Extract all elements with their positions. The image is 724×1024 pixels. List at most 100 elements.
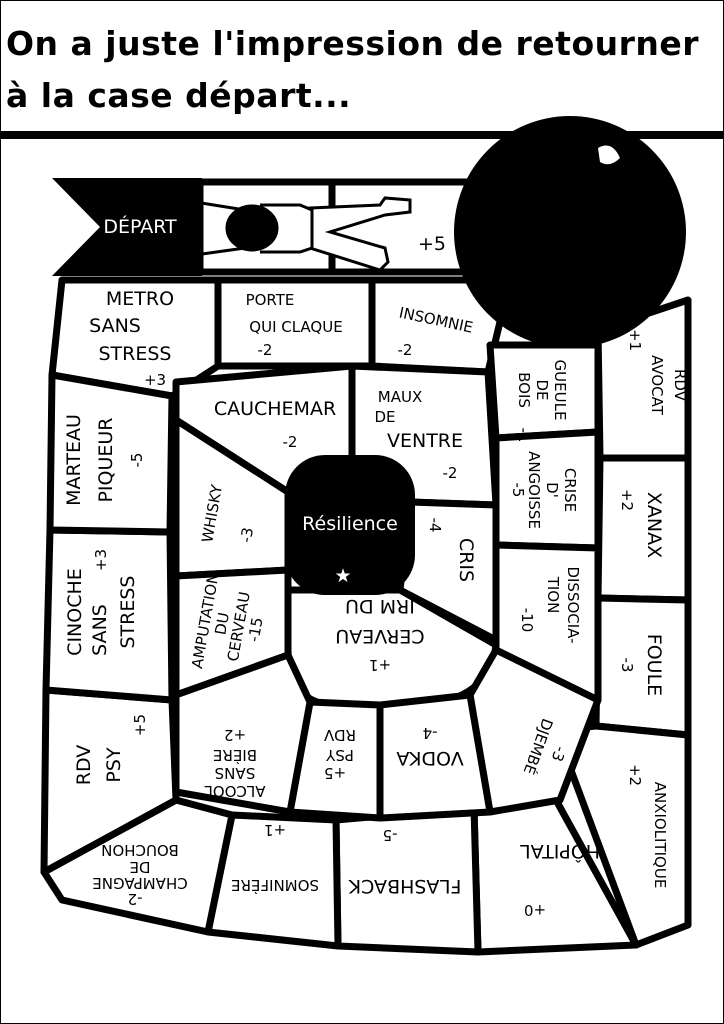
svg-text:ALCOOL: ALCOOL	[204, 782, 266, 800]
svg-text:PSY: PSY	[325, 746, 354, 764]
divider	[0, 131, 724, 139]
svg-text:BIÈRE: BIÈRE	[213, 746, 257, 765]
cell-dissociation-text: DISSOCIA- TION -10	[518, 566, 582, 643]
start-2-value: +5	[418, 233, 446, 255]
svg-text:GUEULE: GUEULE	[551, 360, 569, 421]
black-ball	[454, 116, 686, 348]
svg-text:FOULE: FOULE	[643, 634, 665, 696]
svg-text:XANAX: XANAX	[643, 492, 665, 558]
star-icon: ★	[334, 565, 351, 587]
caption: On a juste l'impression de retourner à l…	[6, 18, 718, 122]
svg-text:CAUCHEMAR: CAUCHEMAR	[214, 398, 336, 420]
cell-ventre-text: MAUX DE -2 VENTRE -2	[374, 388, 463, 482]
svg-text:+5: +5	[324, 764, 346, 782]
svg-text:ANGOISSE: ANGOISSE	[525, 451, 543, 529]
cell-gueule-text: GUEULE DE BOIS -1	[515, 360, 569, 443]
svg-text:CRISE: CRISE	[561, 468, 579, 512]
cell-vodka-text: VODKA -4	[396, 724, 463, 769]
cell-xanax	[594, 454, 692, 604]
cell-marteau	[46, 371, 176, 536]
svg-text:DU: DU	[211, 611, 233, 636]
svg-text:DISSOCIA-: DISSOCIA-	[564, 566, 582, 643]
cell-porte-text: PORTE QUI CLAQUE -2	[246, 291, 343, 359]
svg-text:+2: +2	[626, 764, 644, 786]
svg-text:-1: -1	[515, 428, 533, 443]
svg-text:MAUX: MAUX	[378, 388, 422, 406]
svg-text:RDV: RDV	[671, 369, 689, 402]
svg-text:-2: -2	[283, 433, 298, 451]
cell-cauchemar-text: CAUCHEMAR -2	[214, 398, 336, 451]
svg-text:-5: -5	[383, 826, 398, 844]
cell-cris-text: CRIS -4	[426, 518, 477, 583]
svg-text:ANXIOLITIQUE: ANXIOLITIQUE	[651, 782, 669, 889]
svg-text:-3: -3	[548, 744, 570, 764]
svg-text:RDV: RDV	[323, 726, 356, 744]
center-label: Résilience	[302, 513, 398, 535]
svg-text:DE: DE	[533, 379, 551, 400]
svg-text:-2: -2	[258, 341, 273, 359]
svg-text:AVOCAT: AVOCAT	[648, 355, 666, 416]
svg-text:SANS: SANS	[89, 604, 111, 656]
svg-text:PIQUEUR: PIQUEUR	[95, 417, 117, 502]
svg-text:CINOCHE: CINOCHE	[64, 568, 86, 656]
svg-text:BOIS: BOIS	[515, 372, 533, 408]
svg-text:+2: +2	[618, 489, 636, 511]
svg-text:QUI CLAQUE: QUI CLAQUE	[249, 318, 342, 336]
cell-marteau-text: MARTEAU PIQUEUR -5	[63, 414, 146, 506]
caption-line-2: à la case départ...	[6, 76, 352, 115]
svg-text:+0: +0	[524, 901, 546, 919]
svg-text:VENTRE: VENTRE	[387, 430, 463, 452]
svg-text:-4: -4	[426, 518, 444, 533]
svg-text:METRO: METRO	[106, 288, 174, 310]
depart-label: DÉPART	[103, 215, 177, 238]
cell-anxiolitique-text: ANXIOLITIQUE +2	[626, 764, 669, 888]
cell-xanax-text: XANAX +2	[618, 489, 665, 558]
cell-cinoche-text: CINOCHE SANS STRESS +3	[64, 549, 139, 656]
svg-text:IRM DU: IRM DU	[345, 595, 415, 617]
svg-text:DE: DE	[374, 408, 395, 426]
svg-text:+1: +1	[264, 821, 286, 839]
svg-text:DE: DE	[129, 858, 150, 876]
svg-text:PORTE: PORTE	[246, 291, 295, 309]
svg-text:-3: -3	[618, 658, 636, 673]
ball-highlight	[598, 145, 620, 165]
svg-text:CRIS: CRIS	[455, 538, 477, 582]
cell-flashback-text: FLASHBACK -5	[348, 826, 461, 897]
cell-hopital-text: HÔPITAL +0	[520, 840, 600, 919]
svg-text:+1: +1	[369, 656, 391, 674]
svg-text:+2: +2	[224, 726, 246, 744]
cell-rdvpsy-text: RDV PSY +5	[73, 714, 149, 785]
cell-metro-text: METRO SANS STRESS +3	[89, 288, 174, 389]
svg-text:-2: -2	[128, 890, 143, 908]
cell-crise-text: CRISE D' ANGOISSE -5	[509, 451, 579, 529]
svg-text:-5: -5	[509, 483, 527, 498]
svg-text:SANS: SANS	[89, 315, 141, 337]
svg-text:+3: +3	[92, 549, 110, 571]
svg-text:VODKA: VODKA	[396, 747, 463, 769]
svg-text:FLASHBACK: FLASHBACK	[348, 875, 461, 897]
svg-text:+3: +3	[144, 371, 166, 389]
svg-text:STRESS: STRESS	[99, 343, 172, 365]
cell-biere-text: BIÈRE SANS ALCOOL +2	[204, 726, 266, 800]
svg-text:-4: -4	[423, 724, 438, 742]
cell-somnifere-text: SOMNIFÈRE +1	[231, 821, 319, 895]
caption-line-1: On a juste l'impression de retourner	[6, 24, 700, 63]
svg-text:SANS: SANS	[215, 764, 256, 782]
svg-text:-10: -10	[518, 608, 536, 633]
svg-text:-5: -5	[128, 453, 146, 468]
svg-text:RDV: RDV	[73, 745, 95, 786]
svg-text:BOUCHON: BOUCHON	[101, 841, 179, 859]
svg-text:PSY: PSY	[103, 747, 125, 783]
svg-text:TION: TION	[544, 576, 562, 614]
svg-text:+1: +1	[626, 329, 644, 351]
cell-avocat-text: RDV AVOCAT +1	[626, 329, 689, 416]
svg-text:HÔPITAL: HÔPITAL	[520, 840, 600, 864]
svg-text:CHAMPAGNE: CHAMPAGNE	[92, 874, 187, 892]
depart-flag	[52, 178, 202, 276]
svg-text:SOMNIFÈRE: SOMNIFÈRE	[231, 876, 319, 895]
cell-irm-text: IRM DU CERVEAU +1	[335, 595, 424, 674]
center-resilience	[285, 455, 415, 595]
svg-text:D': D'	[543, 482, 561, 498]
cell-biere	[172, 651, 314, 816]
